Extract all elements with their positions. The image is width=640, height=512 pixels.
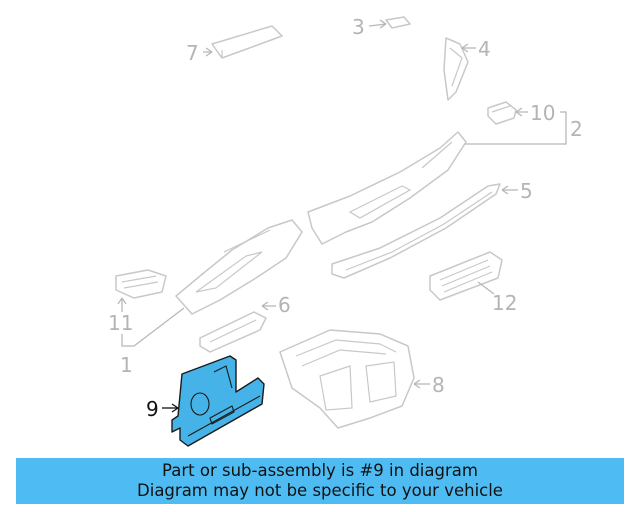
callout-5: 5 (501, 179, 533, 203)
callout-11: 11 (108, 297, 133, 335)
callout-10: 10 (515, 101, 555, 125)
part-8-console-frame[interactable] (279, 329, 415, 429)
callout-label-10: 10 (530, 101, 555, 125)
banner-line-1: Part or sub-assembly is #9 in diagram (162, 461, 478, 480)
callout-label-1: 1 (120, 353, 133, 377)
callout-label-4: 4 (478, 37, 491, 61)
callout-3: 3 (352, 15, 387, 39)
callout-4: 4 (461, 37, 491, 61)
part-1-dash-panel[interactable] (175, 219, 303, 315)
callout-6: 6 (261, 293, 291, 317)
part-5-console-strip[interactable] (331, 183, 501, 279)
part-2-upper-trim[interactable] (307, 131, 467, 245)
callout-label-7: 7 (186, 41, 199, 65)
part-12-vent-assembly[interactable] (429, 251, 503, 301)
callout-label-2: 2 (570, 117, 583, 141)
callout-8: 8 (413, 373, 445, 397)
callout-label-11: 11 (108, 311, 133, 335)
part-9-highlighted-panel[interactable] (171, 355, 265, 447)
part-4-side-trim[interactable] (443, 37, 469, 101)
part-11-left-vent[interactable] (115, 269, 167, 299)
part-7-trim-panel[interactable] (211, 25, 283, 59)
callout-7: 7 (186, 41, 213, 65)
callout-label-3: 3 (352, 15, 365, 39)
callout-1: 1 (120, 307, 185, 377)
callout-label-6: 6 (278, 293, 291, 317)
callout-2: 2 (464, 111, 583, 145)
callout-12: 12 (477, 281, 517, 315)
callout-label-8: 8 (432, 373, 445, 397)
part-6-small-trim[interactable] (199, 311, 267, 353)
callout-label-9: 9 (146, 397, 159, 421)
banner-line-2: Diagram may not be specific to your vehi… (137, 481, 503, 500)
part-3-clip[interactable] (385, 16, 411, 29)
callout-9: 9 (146, 397, 179, 421)
callout-label-5: 5 (520, 179, 533, 203)
callout-label-12: 12 (492, 291, 517, 315)
part-10-vent[interactable] (487, 101, 517, 125)
info-banner: Part or sub-assembly is #9 in diagram Di… (16, 458, 624, 504)
